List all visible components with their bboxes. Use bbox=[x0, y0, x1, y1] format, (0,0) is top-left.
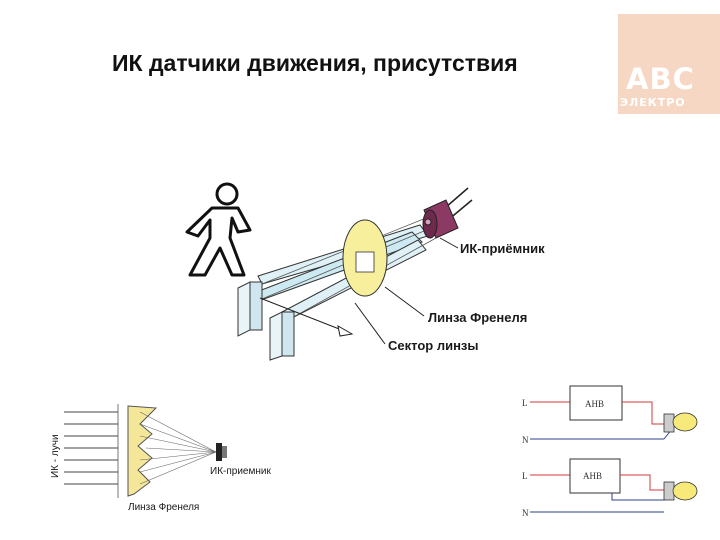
label-ir-receiver: ИК-приёмник bbox=[460, 241, 545, 256]
label-ir-rays: ИК - лучи bbox=[50, 434, 61, 478]
beam-blocks bbox=[237, 281, 295, 361]
label-ir-receiver-small: ИК-приемник bbox=[210, 466, 271, 477]
label-fresnel-lens: Линза Френеля bbox=[428, 310, 527, 325]
label-n-top: N bbox=[522, 435, 529, 445]
walking-person-icon bbox=[185, 182, 252, 277]
label-l-top: L bbox=[522, 398, 528, 408]
ahb-box-bottom: АНВ bbox=[583, 471, 602, 481]
logo-text: ABC bbox=[626, 62, 695, 96]
ahb-box-top: АНВ bbox=[585, 399, 604, 409]
lightbulb-icon bbox=[663, 412, 698, 433]
page-title: ИК датчики движения, присутствия bbox=[112, 50, 518, 76]
logo: ABC ЭЛЕКТРО bbox=[618, 14, 720, 114]
fresnel-lens bbox=[342, 219, 388, 297]
lightbulb-icon bbox=[663, 481, 698, 501]
lens-schematic bbox=[64, 404, 227, 498]
ir-receiver-device bbox=[422, 187, 473, 239]
label-n-bottom: N bbox=[522, 508, 529, 518]
main-pointer-lines bbox=[354, 237, 459, 345]
wiring-diagram-top bbox=[530, 385, 698, 440]
label-fresnel-lens-small: Линза Френеля bbox=[128, 502, 199, 513]
sensor-arrow bbox=[259, 297, 354, 337]
label-l-bottom: L bbox=[522, 471, 528, 481]
wiring-diagram-bottom bbox=[530, 458, 698, 513]
label-lens-sector: Сектор линзы bbox=[388, 338, 478, 353]
logo-subtext: ЭЛЕКТРО bbox=[620, 96, 686, 109]
